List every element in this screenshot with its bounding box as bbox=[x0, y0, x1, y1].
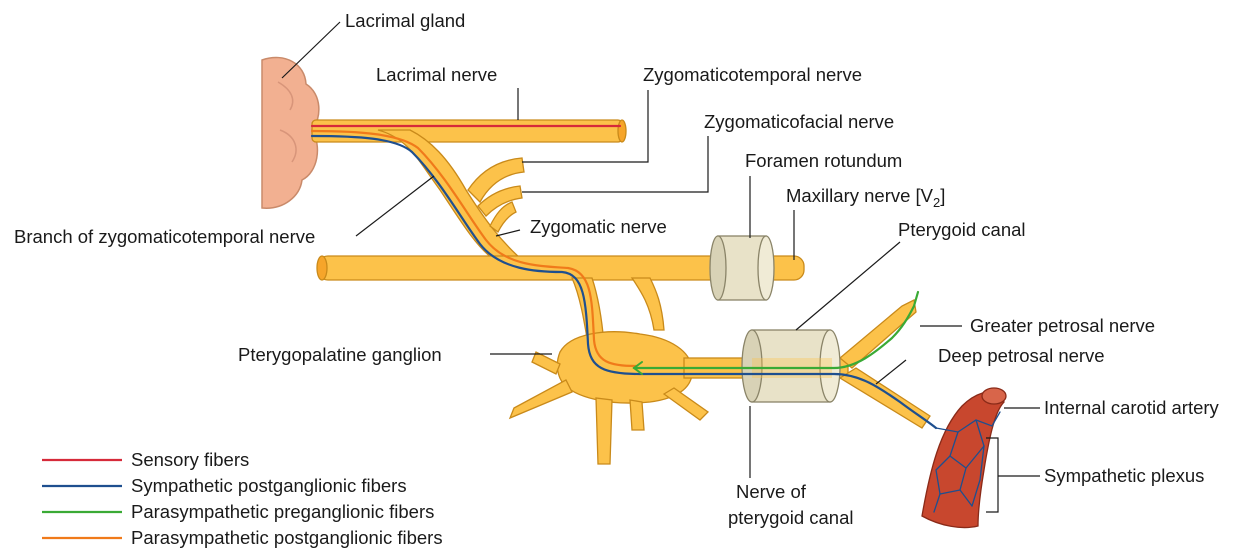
label-foramen-rotundum: Foramen rotundum bbox=[745, 150, 902, 171]
label-lacrimal-nerve: Lacrimal nerve bbox=[376, 64, 497, 85]
label-zygomaticotemporal-nerve: Zygomaticotemporal nerve bbox=[643, 64, 862, 85]
label-pterygoid-canal: Pterygoid canal bbox=[898, 219, 1026, 240]
label-zygomatic-nerve: Zygomatic nerve bbox=[530, 216, 667, 237]
label-pterygopalatine-ganglion: Pterygopalatine ganglion bbox=[238, 344, 442, 365]
legend-item-parasympathetic-preganglionic: Parasympathetic preganglionic fibers bbox=[42, 501, 434, 522]
legend-label-parasympathetic-postganglionic: Parasympathetic postganglionic fibers bbox=[131, 527, 443, 548]
zygomaticotemporal-branch bbox=[467, 157, 525, 204]
label-maxillary-nerve: Maxillary nerve [V2] bbox=[786, 185, 945, 210]
label-nerve-of-pterygoid-canal-line2: pterygoid canal bbox=[728, 507, 853, 528]
fibers bbox=[310, 124, 1001, 513]
lacrimal-nerve bbox=[311, 119, 623, 143]
parasympathetic-postganglionic-fiber bbox=[310, 129, 638, 368]
sympathetic-plexus bbox=[933, 411, 1001, 513]
nerve-trunks bbox=[311, 119, 931, 465]
label-greater-petrosal-nerve: Greater petrosal nerve bbox=[970, 315, 1155, 336]
deep-petrosal-nerve bbox=[838, 367, 931, 429]
label-deep-petrosal-nerve: Deep petrosal nerve bbox=[938, 345, 1105, 366]
parasympathetic-preganglionic-fiber bbox=[632, 290, 920, 370]
label-sympathetic-plexus: Sympathetic plexus bbox=[1044, 465, 1204, 486]
zygomaticofacial-branch bbox=[477, 185, 523, 217]
labels: Lacrimal gland Lacrimal nerve Zygomatico… bbox=[14, 10, 1220, 528]
label-nerve-of-pterygoid-canal-line1: Nerve of bbox=[736, 481, 807, 502]
internal-carotid-artery bbox=[921, 387, 1007, 529]
pterygoid-canal bbox=[741, 329, 841, 403]
label-lacrimal-gland: Lacrimal gland bbox=[345, 10, 465, 31]
greater-petrosal-nerve bbox=[838, 299, 917, 369]
label-zygomaticofacial-nerve: Zygomaticofacial nerve bbox=[704, 111, 894, 132]
legend-label-sympathetic-postganglionic: Sympathetic postganglionic fibers bbox=[131, 475, 407, 496]
legend-item-sympathetic-postganglionic: Sympathetic postganglionic fibers bbox=[42, 475, 407, 496]
foramen-rotundum bbox=[709, 235, 775, 301]
label-branch-zygomaticotemporal: Branch of zygomaticotemporal nerve bbox=[14, 226, 315, 247]
leader-lines bbox=[281, 21, 1040, 513]
label-internal-carotid-artery: Internal carotid artery bbox=[1044, 397, 1220, 418]
legend-item-parasympathetic-postganglionic: Parasympathetic postganglionic fibers bbox=[42, 527, 443, 548]
legend-label-parasympathetic-preganglionic: Parasympathetic preganglionic fibers bbox=[131, 501, 434, 522]
lacrimal-gland bbox=[261, 56, 320, 209]
sympathetic-postganglionic-fiber bbox=[310, 134, 938, 430]
legend-label-sensory: Sensory fibers bbox=[131, 449, 249, 470]
legend-item-sensory: Sensory fibers bbox=[42, 449, 249, 470]
legend: Sensory fibers Sympathetic postganglioni… bbox=[42, 449, 443, 548]
